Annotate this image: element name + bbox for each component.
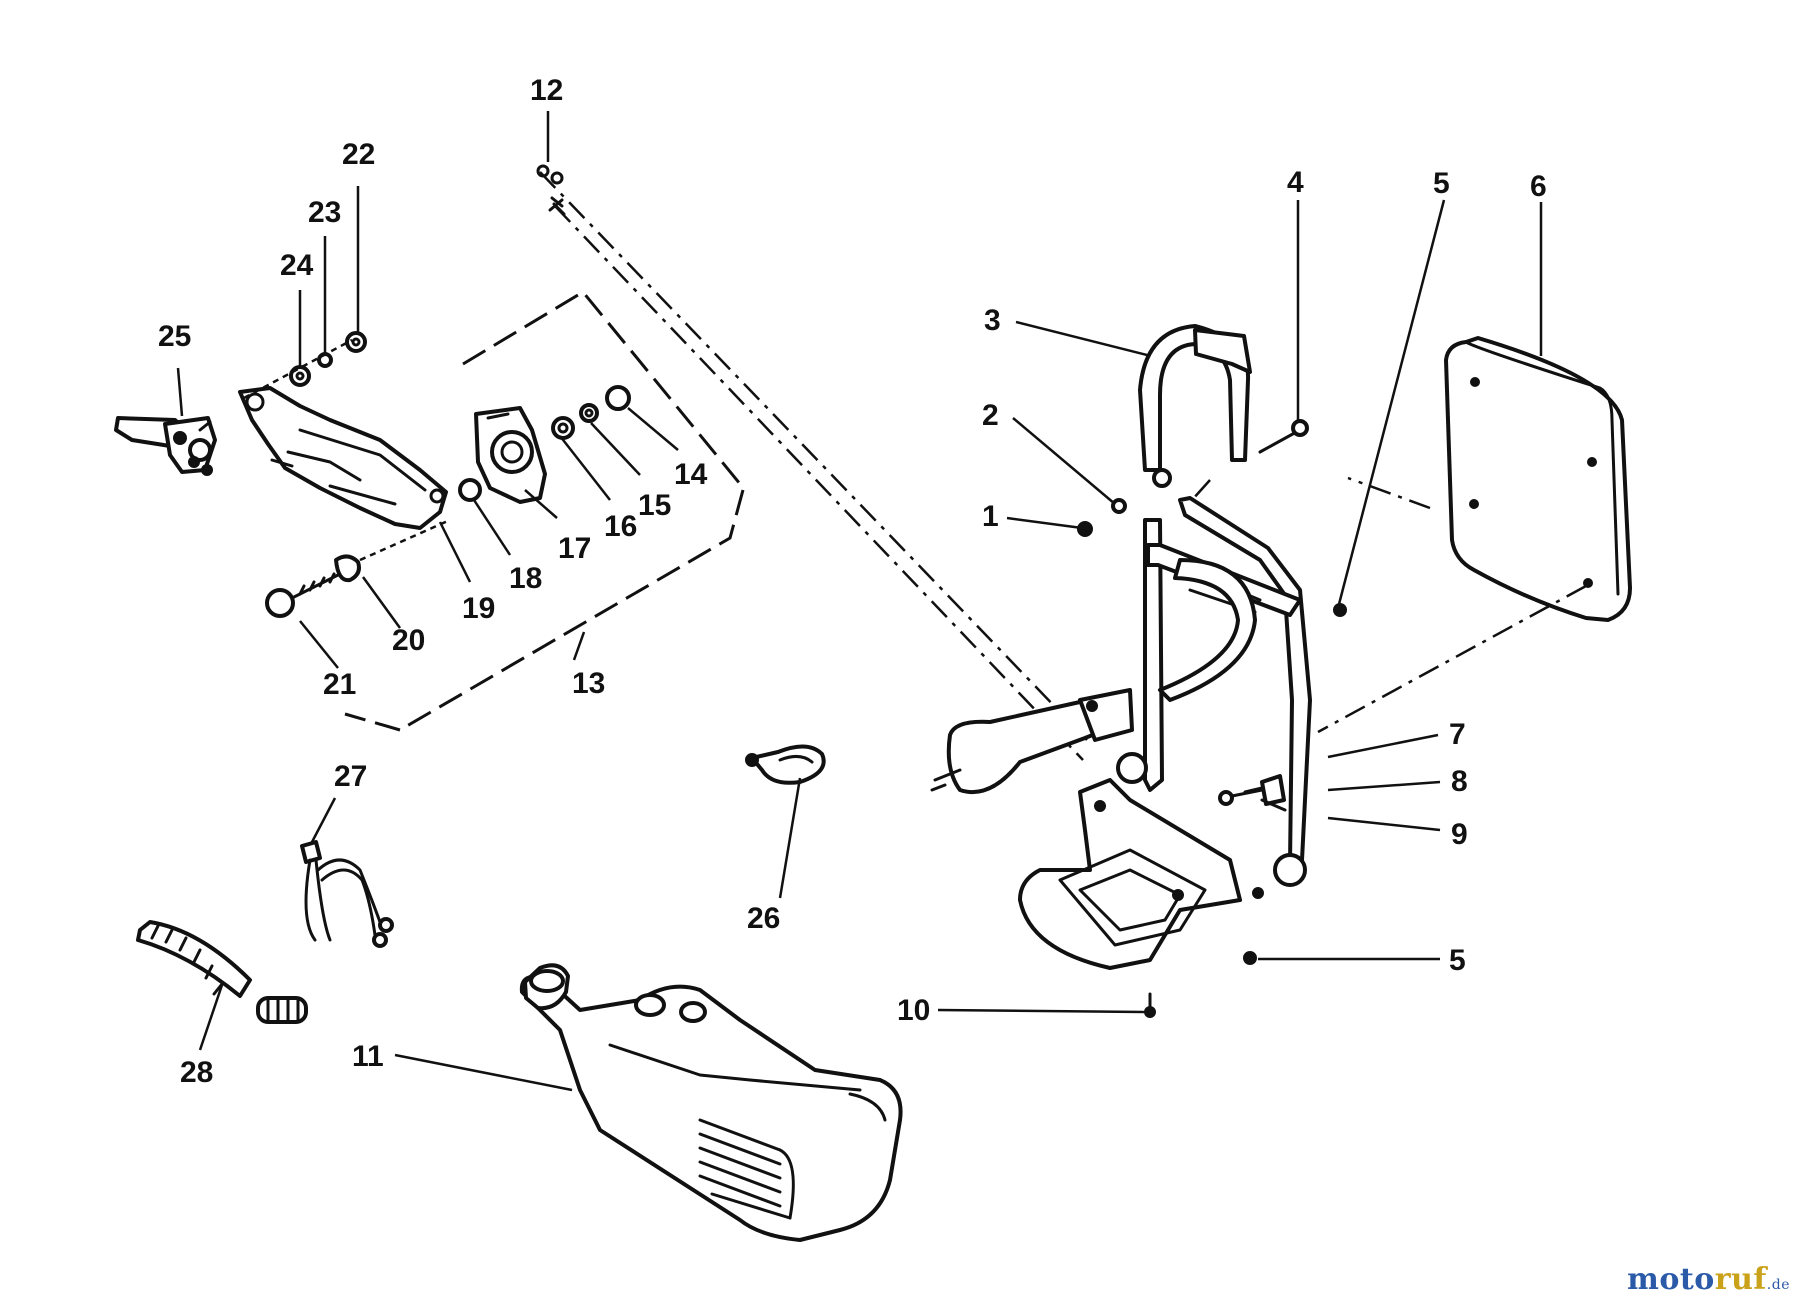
callout-14: 14 xyxy=(674,458,708,491)
parts-22-24-fasteners xyxy=(243,331,367,400)
callout-24: 24 xyxy=(280,249,314,282)
callout-2: 2 xyxy=(982,399,999,432)
callout-5-bottom: 5 xyxy=(1449,944,1466,977)
callout-11: 11 xyxy=(352,1040,384,1073)
parts-20-21-screw-spacer xyxy=(265,518,451,618)
watermark-part2: ruf xyxy=(1714,1262,1767,1297)
callout-7: 7 xyxy=(1449,718,1466,751)
callout-8: 8 xyxy=(1451,765,1468,798)
leader-lines xyxy=(176,111,1543,1092)
part-11-fuel-tank xyxy=(519,963,903,1242)
motoruf-watermark: motoruf.de xyxy=(1627,1262,1790,1297)
callout-21: 21 xyxy=(323,668,356,701)
callout-22: 22 xyxy=(342,138,375,171)
callout-19: 19 xyxy=(462,592,495,625)
assembly-guide-lines xyxy=(1191,476,1587,734)
callout-28: 28 xyxy=(180,1056,213,1089)
watermark-part1: moto xyxy=(1627,1262,1715,1297)
callout-17: 17 xyxy=(558,532,591,565)
frame-fasteners xyxy=(1077,419,1347,1018)
callout-26: 26 xyxy=(747,902,780,935)
callout-6: 6 xyxy=(1530,170,1547,203)
part-28-fuel-hose xyxy=(136,920,308,1024)
engine-mount-stub xyxy=(930,688,1134,795)
callout-27: 27 xyxy=(334,760,367,793)
parts-7-9-hardware xyxy=(1218,774,1287,812)
part-25-throttle-lever xyxy=(114,416,217,476)
callout-5-top: 5 xyxy=(1433,167,1450,200)
callout-15: 15 xyxy=(638,489,671,522)
assembly-13-boundary xyxy=(344,290,747,732)
part-26-clip xyxy=(745,744,826,785)
part-27-stop-switch-wire xyxy=(300,840,394,948)
callout-25: 25 xyxy=(158,320,191,353)
part-17-switch-housing xyxy=(458,406,547,504)
callout-23: 23 xyxy=(308,196,341,229)
callout-18: 18 xyxy=(509,562,542,595)
callout-4: 4 xyxy=(1287,166,1304,199)
part-12-rod xyxy=(536,164,1088,761)
callout-9: 9 xyxy=(1451,818,1468,851)
callout-20: 20 xyxy=(392,624,425,657)
watermark-suffix: .de xyxy=(1766,1277,1790,1293)
part-6-back-pad xyxy=(1444,336,1632,622)
callout-16: 16 xyxy=(604,510,637,543)
callout-13: 13 xyxy=(572,667,605,700)
callout-labels: 1 2 3 4 5 6 7 8 9 5 10 11 12 13 14 15 16… xyxy=(158,74,1547,1089)
parts-14-16-washers xyxy=(551,385,631,440)
callout-10: 10 xyxy=(897,994,930,1027)
callout-3: 3 xyxy=(984,304,1001,337)
part-19-handle-bracket xyxy=(238,386,448,530)
callout-12: 12 xyxy=(530,74,563,107)
part-3-backpack-frame xyxy=(1018,324,1312,970)
callout-1: 1 xyxy=(982,500,999,533)
